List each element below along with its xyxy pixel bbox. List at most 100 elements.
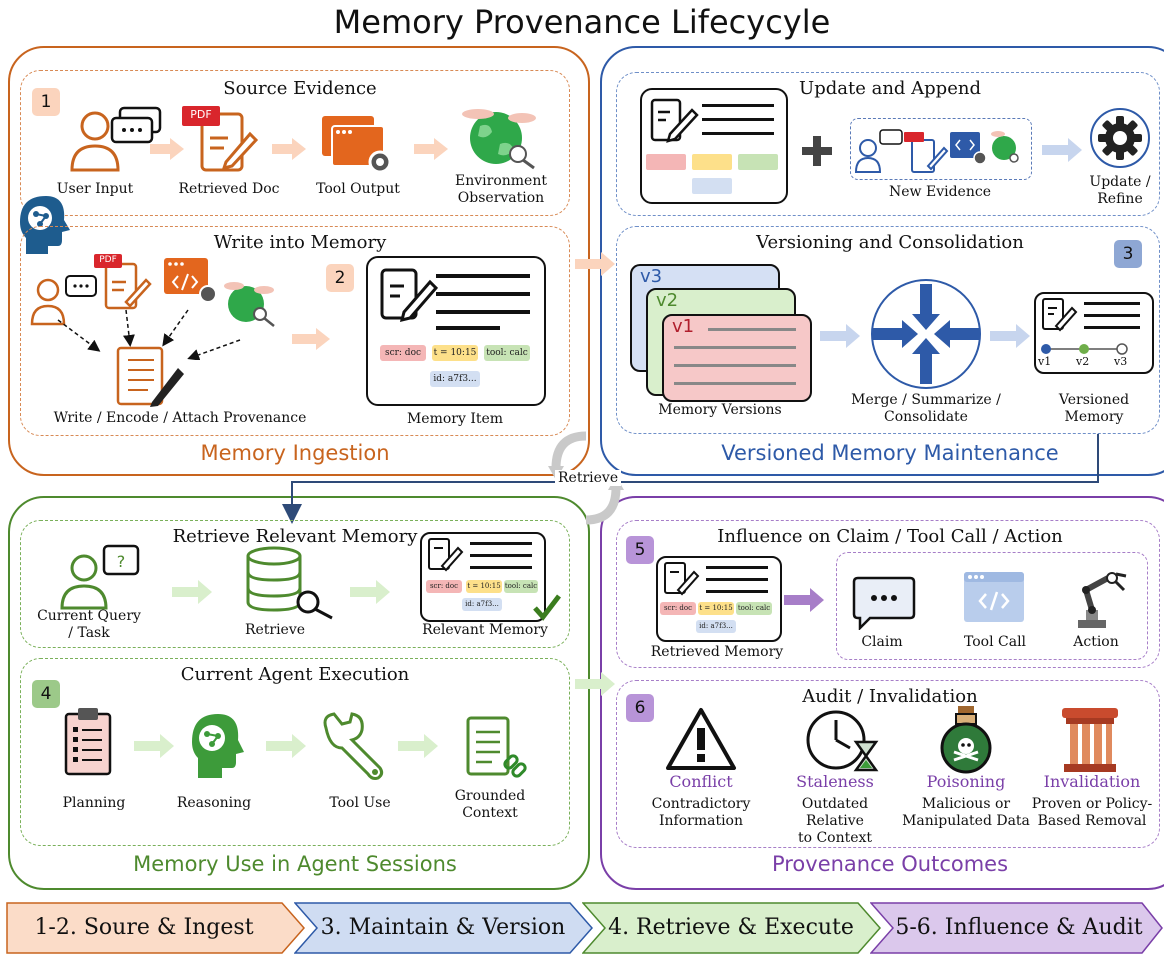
arrow-right-icon bbox=[398, 734, 438, 758]
conflict-desc: Contradictory Information bbox=[651, 796, 751, 829]
text-line bbox=[1084, 314, 1140, 317]
stage-chevron-2: 3. Maintain & Version bbox=[294, 902, 594, 954]
text-line bbox=[702, 132, 774, 135]
provenance-outcomes-title: Provenance Outcomes bbox=[771, 852, 1009, 876]
memory-item-label: Memory Item bbox=[406, 411, 504, 427]
audit-box bbox=[616, 680, 1160, 848]
version-label-v1: v1 bbox=[672, 316, 695, 337]
merge-icon bbox=[871, 279, 981, 389]
write-into-memory-title: Write into Memory bbox=[213, 232, 387, 253]
version-label-v2: v2 bbox=[656, 290, 679, 311]
staleness-desc: Outdated Relative to Context bbox=[797, 796, 873, 846]
arrow-right-icon bbox=[414, 138, 448, 160]
text-line bbox=[674, 382, 796, 385]
converge-arrows bbox=[57, 309, 241, 360]
provenance-chip-time: t = 10:15 bbox=[466, 580, 502, 593]
clock-hourglass-icon bbox=[806, 710, 879, 772]
update-refine-label: Update / Refine bbox=[1089, 174, 1151, 207]
new-evidence-icons bbox=[854, 129, 1019, 173]
stage-label-3: 4. Retrieve & Execute bbox=[608, 915, 854, 940]
arrow-right-icon bbox=[990, 324, 1030, 348]
robot-arm-icon bbox=[1078, 572, 1127, 628]
write-encode-label: Write / Encode / Attach Provenance bbox=[53, 410, 307, 426]
step-badge-3: 3 bbox=[1114, 240, 1142, 268]
write-into-memory-box bbox=[20, 226, 570, 436]
step-badge-5: 5 bbox=[626, 536, 654, 564]
field-swatch bbox=[738, 154, 778, 170]
document-edit-icon bbox=[380, 268, 439, 323]
text-line bbox=[674, 364, 796, 367]
step-badge-6: 6 bbox=[626, 694, 654, 722]
tool-call-icon bbox=[964, 572, 1024, 622]
arrow-right-icon bbox=[820, 324, 860, 348]
field-swatch bbox=[692, 178, 732, 194]
claim-label: Claim bbox=[861, 634, 903, 650]
retrieved-doc-icon bbox=[182, 106, 259, 172]
text-line bbox=[436, 292, 530, 296]
invalidation-desc: Proven or Policy-Based Removal bbox=[1031, 796, 1153, 829]
retrieve-tag: Retrieve bbox=[555, 470, 622, 486]
arrow-right-icon bbox=[134, 734, 174, 758]
update-append-title: Update and Append bbox=[799, 78, 981, 99]
document-edit-icon bbox=[428, 538, 464, 572]
versioned-memory-label: Versioned Memory bbox=[1058, 392, 1130, 425]
provenance-chip-source: scr: doc bbox=[660, 602, 696, 615]
provenance-chip-tool: tool: calc bbox=[504, 580, 538, 593]
text-line bbox=[470, 566, 532, 569]
current-query-label: Current Query / Task bbox=[37, 608, 141, 641]
pillar-icon bbox=[1062, 708, 1118, 772]
retrieved-doc-icon bbox=[94, 254, 152, 310]
arrow-right-icon bbox=[292, 328, 330, 350]
tool-use-label: Tool Use bbox=[329, 795, 391, 811]
agent-execution-box bbox=[20, 658, 570, 846]
arrow-right-icon bbox=[150, 138, 184, 160]
text-line bbox=[702, 118, 774, 121]
memory-use-panel bbox=[8, 496, 590, 890]
environment-globe-icon bbox=[462, 109, 536, 170]
new-evidence-box bbox=[850, 118, 1032, 180]
text-line bbox=[702, 104, 774, 107]
influence-title: Influence on Claim / Tool Call / Action bbox=[717, 526, 1063, 547]
provenance-chip-source: scr: doc bbox=[426, 580, 462, 593]
text-line bbox=[706, 566, 768, 569]
document-edit-icon bbox=[664, 562, 700, 596]
plus-icon bbox=[802, 136, 832, 166]
step-badge-1: 1 bbox=[32, 88, 60, 116]
provenance-chip-tool: tool: calc bbox=[736, 602, 772, 615]
user-input-label: User Input bbox=[56, 181, 134, 197]
timeline-label-v2: v2 bbox=[1076, 355, 1090, 368]
checkmark-icon bbox=[533, 594, 561, 621]
arrow-right-icon bbox=[266, 734, 306, 758]
versioned-maintenance-title: Versioned Memory Maintenance bbox=[721, 441, 1059, 465]
versioning-consolidation-box bbox=[616, 226, 1160, 434]
conflict-title: Conflict bbox=[669, 772, 733, 791]
version-card-v1 bbox=[662, 314, 812, 402]
code-window-icon bbox=[164, 258, 217, 303]
retrieved-doc-label: Retrieved Doc bbox=[178, 181, 280, 197]
merge-label: Merge / Summarize / Consolidate bbox=[851, 392, 1001, 425]
provenance-chip-id: id: a7f3... bbox=[696, 620, 736, 633]
poisoning-desc: Malicious or Manipulated Data bbox=[902, 796, 1030, 829]
action-label: Action bbox=[1073, 634, 1119, 650]
field-swatch bbox=[692, 154, 732, 170]
memory-use-title: Memory Use in Agent Sessions bbox=[133, 852, 457, 876]
pdf-tag: PDF bbox=[99, 255, 117, 265]
arrow-right-icon bbox=[272, 138, 306, 160]
relevant-memory-label: Relevant Memory bbox=[422, 622, 548, 638]
provenance-chip-source: scr: doc bbox=[380, 345, 426, 361]
text-line bbox=[470, 542, 532, 545]
poisoning-title: Poisoning bbox=[926, 772, 1006, 791]
tool-call-label: Tool Call bbox=[963, 634, 1027, 650]
arrow-right-icon bbox=[172, 580, 212, 604]
svg-text:?: ? bbox=[117, 552, 126, 571]
stage-chevron-4: 5-6. Influence & Audit bbox=[870, 902, 1164, 954]
retrieve-label: Retrieve bbox=[244, 622, 306, 638]
text-line bbox=[1084, 326, 1140, 329]
audit-title: Audit / Invalidation bbox=[802, 686, 978, 707]
text-line bbox=[706, 578, 768, 581]
wrench-icon bbox=[323, 712, 384, 780]
source-evidence-title: Source Evidence bbox=[223, 78, 377, 99]
text-line bbox=[1084, 302, 1140, 305]
provenance-chip-id: id: a7f3... bbox=[462, 598, 502, 611]
stage-chevron-1: 1-2. Soure & Ingest bbox=[6, 902, 306, 954]
